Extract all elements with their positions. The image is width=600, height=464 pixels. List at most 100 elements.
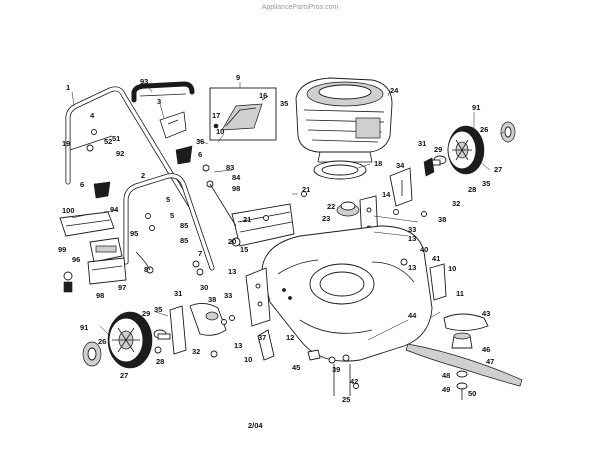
control-knob <box>63 271 73 293</box>
part-label: 26 <box>98 337 106 346</box>
part-label: 99 <box>58 245 66 254</box>
leader-lines <box>71 82 505 341</box>
part-label: 93 <box>140 77 148 86</box>
part-label: 1 <box>66 83 70 92</box>
part-label: 35 <box>154 305 162 314</box>
rear-baffle <box>231 203 295 247</box>
part-label: 28 <box>156 357 164 366</box>
part-label: 5 <box>170 211 174 220</box>
drive-pulley <box>336 201 360 217</box>
part-label: 45 <box>292 363 300 372</box>
part-label: 16 <box>259 91 267 100</box>
wheel-bolt-left <box>153 329 171 340</box>
part-label: 4 <box>90 111 95 120</box>
part-label: 14 <box>382 190 391 199</box>
part-label: 13 <box>408 234 416 243</box>
part-label: 24 <box>390 86 399 95</box>
part-label: 49 <box>442 385 450 394</box>
part-label: 32 <box>452 199 460 208</box>
part-label: 95 <box>130 229 138 238</box>
part-label: 23 <box>322 214 330 223</box>
hubcap-right <box>500 121 516 143</box>
part-label: 39 <box>332 365 340 374</box>
part-label: 98 <box>96 291 104 300</box>
part-label: 34 <box>396 161 405 170</box>
blade-bolt-hardware <box>456 370 468 400</box>
mower-blade <box>405 343 523 387</box>
part-label: 91 <box>80 323 88 332</box>
part-label: 35 <box>280 99 288 108</box>
part-label: 51 <box>112 134 120 143</box>
rear-wheel-right <box>447 125 485 175</box>
part-label: 36 <box>196 137 204 146</box>
part-label: 27 <box>120 371 128 380</box>
part-label: 7 <box>198 249 202 258</box>
part-label: 98 <box>232 184 240 193</box>
footer-code: 2/04 <box>248 421 263 430</box>
front-wheel-left <box>107 311 153 369</box>
height-adjuster-right <box>389 157 435 207</box>
part-label: 15 <box>240 245 248 254</box>
control-bail <box>131 81 195 103</box>
cable-bracket <box>87 257 127 285</box>
part-label: 21 <box>243 215 251 224</box>
axle-bracket-left <box>169 303 227 355</box>
part-label: 32 <box>192 347 200 356</box>
part-label: 30 <box>200 283 208 292</box>
part-label: 97 <box>118 283 126 292</box>
part-label: 42 <box>350 377 358 386</box>
engine-shroud-ring <box>313 160 367 180</box>
part-label: 91 <box>472 103 480 112</box>
part-label: 38 <box>208 295 216 304</box>
part-label: 3 <box>157 97 161 106</box>
blade-adapter <box>451 332 473 349</box>
part-label: 17 <box>212 111 220 120</box>
part-label: 10 <box>244 355 252 364</box>
part-label: 18 <box>374 159 382 168</box>
hardware-small-parts <box>86 129 447 396</box>
fuel-tank <box>89 237 123 263</box>
part-number-labels: 1 2 3 4 5 5 6 6 7 8 9 10 10 10 11 12 13 … <box>58 73 502 404</box>
part-label: 83 <box>226 163 234 172</box>
part-label: 8 <box>144 265 148 274</box>
air-filter-cover <box>59 211 115 237</box>
handle-knob-upper <box>175 145 193 165</box>
wheel-bolt-right <box>429 155 447 166</box>
part-label: 52 <box>104 137 112 146</box>
part-label: 40 <box>420 245 428 254</box>
part-label: 41 <box>432 254 440 263</box>
part-label: 27 <box>494 165 502 174</box>
part-label: 85 <box>180 221 188 230</box>
lower-handle <box>123 173 215 271</box>
watermark-text: AppliancePartsPros.com <box>262 4 339 11</box>
upper-handle <box>65 86 193 208</box>
height-adjuster-left <box>245 267 275 361</box>
part-label: 48 <box>442 371 450 380</box>
part-label: 96 <box>72 255 80 264</box>
part-label: 92 <box>116 149 124 158</box>
part-label: 29 <box>142 309 150 318</box>
part-label: 19 <box>62 139 70 148</box>
part-label: 47 <box>486 357 494 366</box>
part-label: 6 <box>80 180 84 189</box>
engine <box>295 77 393 163</box>
part-label: 33 <box>224 291 232 300</box>
part-label: 2 <box>141 171 145 180</box>
part-label: 29 <box>434 145 442 154</box>
part-label: 25 <box>342 395 350 404</box>
part-label: 31 <box>418 139 426 148</box>
part-label: 38 <box>438 215 446 224</box>
part-label: 33 <box>408 225 416 234</box>
part-label: 13 <box>234 341 242 350</box>
part-label: 28 <box>468 185 476 194</box>
part-label: 26 <box>480 125 488 134</box>
part-label: 10 <box>216 127 224 136</box>
part-label: 20 <box>228 237 236 246</box>
part-label: 44 <box>408 311 417 320</box>
mower-deck <box>261 225 433 362</box>
part-label: 85 <box>180 236 188 245</box>
handle-knob-lower <box>93 181 111 199</box>
part-label: 21 <box>302 185 310 194</box>
